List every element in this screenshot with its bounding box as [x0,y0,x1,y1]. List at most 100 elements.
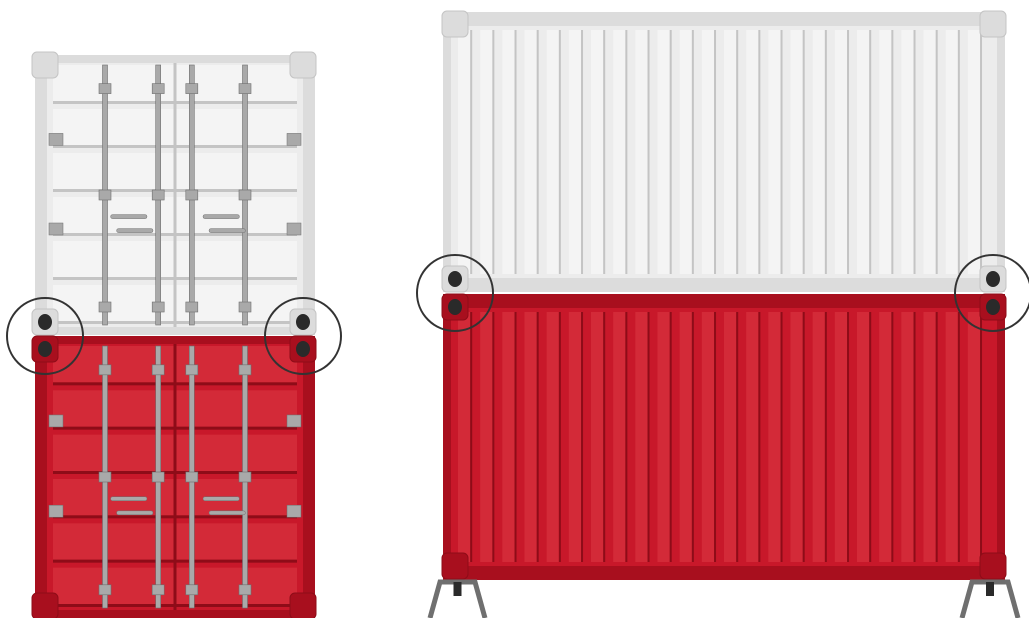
bar-guide-bracket [99,585,111,595]
right-container-stack [430,11,1018,618]
twist-lock-hole [986,271,1000,287]
corrugation-rib-shadow [559,30,561,274]
corrugation-rib [768,312,780,562]
corrugation-rib [968,312,980,562]
bar-guide-bracket [99,190,111,200]
corrugation-rib-shadow [936,30,938,274]
door-hinge-left [49,133,63,145]
corrugation-rib [502,312,514,562]
corrugation-rib [879,312,891,562]
bar-guide-bracket [152,190,164,200]
twist-lock-hole [296,314,310,330]
corrugation-rib [946,312,958,562]
corrugation-rib [857,30,869,274]
bar-guide-bracket [152,365,164,375]
door-hinge-left [49,505,63,517]
corrugation-rib [813,30,825,274]
corrugation-rib-shadow [692,312,694,562]
corrugation-rib-shadow [714,30,716,274]
bar-guide-bracket [152,585,164,595]
bar-guide-bracket [152,84,164,94]
bar-guide-bracket [239,472,251,482]
corrugation-rib-shadow [736,312,738,562]
corrugation-rib-shadow [847,30,849,274]
stand-pin [454,582,462,596]
door-handle-lower [117,229,153,233]
corrugation-rib [635,312,647,562]
corrugation-rib-shadow [869,312,871,562]
corrugation-rib-shadow [803,30,805,274]
corrugation-rib-shadow [603,30,605,274]
corrugation-rib [525,312,537,562]
corrugation-rib [658,30,670,274]
bar-guide-bracket [99,472,111,482]
corrugation-rib-shadow [958,30,960,274]
bar-guide-bracket [239,302,251,312]
corrugation-rib-shadow [758,30,760,274]
corrugation-rib [458,312,470,562]
corrugation-rib [680,30,692,274]
corrugation-rib [480,312,492,562]
door-hinge-right [287,415,301,427]
door-center-seam [174,63,177,327]
corrugation-rib-shadow [847,312,849,562]
corrugation-rib [901,30,913,274]
corrugation-rib-shadow [914,30,916,274]
corner-casting [32,52,58,78]
corrugation-rib-shadow [891,312,893,562]
corrugation-rib-shadow [603,312,605,562]
corrugation-rib [591,312,603,562]
corrugation-rib-shadow [648,312,650,562]
twist-lock-hole [448,299,462,315]
corner-casting [442,11,468,37]
twist-lock-hole [296,341,310,357]
corrugation-rib [702,312,714,562]
bar-guide-bracket [186,365,198,375]
corrugation-rib-shadow [537,30,539,274]
twist-lock-hole [38,341,52,357]
corrugation-rib-shadow [648,30,650,274]
corrugation-rib [658,312,670,562]
bar-guide-bracket [239,190,251,200]
door-hinge-right [287,133,301,145]
corrugation-rib-shadow [625,30,627,274]
bar-guide-bracket [99,302,111,312]
bar-guide-bracket [186,472,198,482]
corner-casting [290,593,316,618]
corner-casting [442,553,468,579]
bar-guide-bracket [239,84,251,94]
door-hinge-left [49,415,63,427]
stand-pin [986,582,994,596]
corrugation-rib [746,312,758,562]
door-handle [111,215,147,219]
corrugation-rib-shadow [958,312,960,562]
left-top-container-white [32,52,316,335]
corrugation-rib-shadow [692,30,694,274]
bar-guide-bracket [99,365,111,375]
corrugation-rib [968,30,980,274]
corrugation-rib-shadow [714,312,716,562]
bar-guide-bracket [186,585,198,595]
corner-casting [290,52,316,78]
corrugation-rib [724,312,736,562]
corrugation-rib-shadow [670,312,672,562]
corrugation-rib [591,30,603,274]
door-hinge-left [49,223,63,235]
corrugation-rib-shadow [670,30,672,274]
right-top-container-white [442,11,1006,292]
corrugation-rib [547,312,559,562]
corrugation-rib [879,30,891,274]
corrugation-rib-shadow [625,312,627,562]
corrugation-rib-shadow [581,30,583,274]
corrugation-rib [746,30,758,274]
corrugation-rib [547,30,559,274]
corner-casting [980,11,1006,37]
bar-guide-bracket [186,190,198,200]
corrugation-rib [502,30,514,274]
corrugation-rib-shadow [869,30,871,274]
corrugation-rib-shadow [515,312,517,562]
corrugation-rib-shadow [758,312,760,562]
corrugation-rib [635,30,647,274]
right-bottom-container-red [442,294,1006,580]
